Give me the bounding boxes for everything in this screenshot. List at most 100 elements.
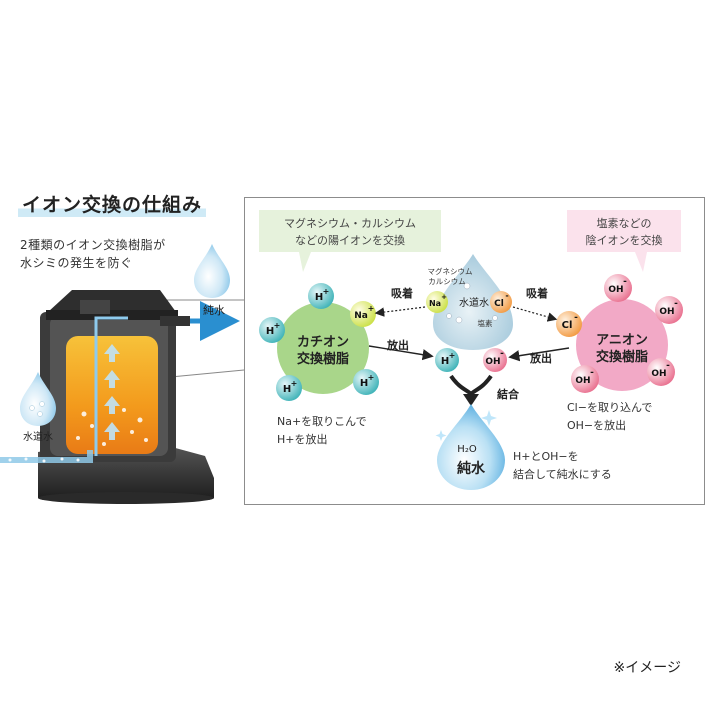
anion-oh-ion-2: OH - xyxy=(655,296,683,324)
anion-callout-line-2: 陰イオンを交換 xyxy=(586,233,663,247)
cation-h-ion-3: H + xyxy=(276,375,302,401)
combine-label: 結合 xyxy=(497,387,520,401)
pure-water-drop-icon xyxy=(194,244,230,298)
svg-text:Cl: Cl xyxy=(562,320,573,331)
svg-text:Na: Na xyxy=(354,311,368,321)
cation-callout-line-1: マグネシウム・カルシウム xyxy=(284,216,416,230)
release-right-arrow xyxy=(508,347,570,362)
anion-desc-line-1: Cl−を取り込んで xyxy=(567,401,652,414)
tap-drop-cl-ion: Cl - xyxy=(490,291,512,313)
anion-cl-ion: Cl - xyxy=(556,311,582,337)
release-right-label: 放出 xyxy=(529,351,552,365)
combine-arrow-stem xyxy=(449,374,493,396)
sparkle-icons xyxy=(435,410,497,441)
cation-callout xyxy=(259,210,441,272)
release-left-arrow xyxy=(368,345,434,361)
bubbles xyxy=(76,408,148,446)
anion-callout xyxy=(567,210,681,272)
anion-oh-ion-4: OH - xyxy=(647,358,675,386)
cation-na-ion: Na + xyxy=(350,301,376,327)
combine-arrow-head xyxy=(463,394,479,406)
pure-water-label: 純水 xyxy=(457,460,486,477)
release-left-label: 放出 xyxy=(386,338,409,352)
cation-desc-line-1: Na+を取りこんで xyxy=(277,415,367,428)
svg-text:H: H xyxy=(360,378,368,389)
svg-text:-: - xyxy=(666,361,670,371)
cation-resin xyxy=(277,302,369,394)
svg-text:-: - xyxy=(623,277,627,287)
internal-tube xyxy=(94,316,128,456)
cation-h-ion-2: H + xyxy=(259,317,285,343)
tap-water-drop xyxy=(433,254,513,350)
tap-water-drop-icon xyxy=(20,372,56,426)
pure-water-drop xyxy=(437,404,505,490)
tap-drop-mg-label: マグネシウム xyxy=(428,266,473,276)
svg-text:Cl: Cl xyxy=(494,299,504,309)
cation-h-ion-4: H + xyxy=(353,369,379,395)
svg-text:+: + xyxy=(323,287,330,296)
svg-text:-: - xyxy=(500,349,504,359)
svg-text:+: + xyxy=(449,351,456,360)
tap-drop-chlorine-label: 塩素 xyxy=(478,318,493,328)
svg-text:+: + xyxy=(291,379,298,388)
anion-resin xyxy=(576,299,668,391)
svg-text:-: - xyxy=(505,291,508,300)
svg-text:H: H xyxy=(266,326,274,337)
tap-drop-particles xyxy=(446,282,498,324)
subtitle-line-1: 2種類のイオン交換樹脂が xyxy=(20,238,166,252)
anion-desc-line-2: OH−を放出 xyxy=(567,418,626,432)
svg-text:OH: OH xyxy=(485,357,500,367)
tap-drop-ca-label: カルシウム xyxy=(428,277,466,286)
svg-text:-: - xyxy=(590,368,594,378)
h2o-label: H₂O xyxy=(457,444,477,455)
svg-text:OH: OH xyxy=(659,307,674,317)
svg-text:+: + xyxy=(274,321,281,330)
ion-exchange-diagram: マグネシウム・カルシウム などの陽イオンを交換 塩素などの 陰イオンを交換 カチ… xyxy=(259,210,683,490)
anion-oh-ion-1: OH - xyxy=(604,274,632,302)
combine-desc-line-1: H+とOH−を xyxy=(513,450,579,463)
title-block: イオン交換の仕組み xyxy=(18,190,207,217)
inlet-pipe xyxy=(0,450,93,463)
tap-drop-center-label: 水道水 xyxy=(459,296,489,309)
released-h-ion: H + xyxy=(435,348,459,372)
anion-oh-ion-3: OH - xyxy=(571,365,599,393)
anion-resin-label-2: 交換樹脂 xyxy=(596,349,648,365)
device-base-shadow xyxy=(38,492,214,504)
svg-text:-: - xyxy=(574,313,578,323)
subtitle-line-2: 水シミの発生を防ぐ xyxy=(20,256,133,270)
svg-text:H: H xyxy=(441,356,449,367)
svg-text:-: - xyxy=(674,299,678,309)
cation-resin-label-2: 交換樹脂 xyxy=(297,351,349,367)
cation-resin-label-1: カチオン xyxy=(297,335,349,350)
inlet-label: 水道水 xyxy=(23,430,53,443)
resin-container xyxy=(66,336,158,454)
cation-callout-line-2: などの陽イオンを交換 xyxy=(295,233,405,247)
combine-desc-line-2: 結合して純水にする xyxy=(513,467,612,481)
tap-drop-na-ion: Na + xyxy=(426,291,448,313)
svg-text:OH: OH xyxy=(608,285,623,295)
cation-desc-line-2: H+を放出 xyxy=(277,432,328,446)
svg-text:H: H xyxy=(283,384,291,395)
svg-text:OH: OH xyxy=(651,369,666,379)
svg-text:+: + xyxy=(368,373,375,382)
anion-callout-line-1: 塩素などの xyxy=(597,216,652,230)
diagram-panel: マグネシウム・カルシウム などの陽イオンを交換 塩素などの 陰イオンを交換 カチ… xyxy=(244,197,705,505)
outlet-fitting xyxy=(160,316,190,326)
adsorb-right-label: 吸着 xyxy=(526,286,548,300)
image-disclaimer: ※イメージ xyxy=(613,660,681,676)
adsorb-right-arrow xyxy=(512,306,558,322)
anion-resin-label-1: アニオン xyxy=(596,333,648,348)
released-oh-ion: OH - xyxy=(483,348,507,372)
svg-text:+: + xyxy=(441,293,447,301)
flow-arrows xyxy=(104,344,120,440)
cation-h-ion-1: H + xyxy=(308,283,334,309)
svg-text:OH: OH xyxy=(575,376,590,386)
svg-text:Na: Na xyxy=(429,299,441,308)
page-title: イオン交換の仕組み xyxy=(18,194,207,217)
device-lid xyxy=(48,290,176,312)
adsorb-left-arrow xyxy=(374,306,426,317)
svg-text:+: + xyxy=(368,304,375,313)
outlet-label: 純水 xyxy=(203,304,225,317)
svg-text:H: H xyxy=(315,292,323,303)
